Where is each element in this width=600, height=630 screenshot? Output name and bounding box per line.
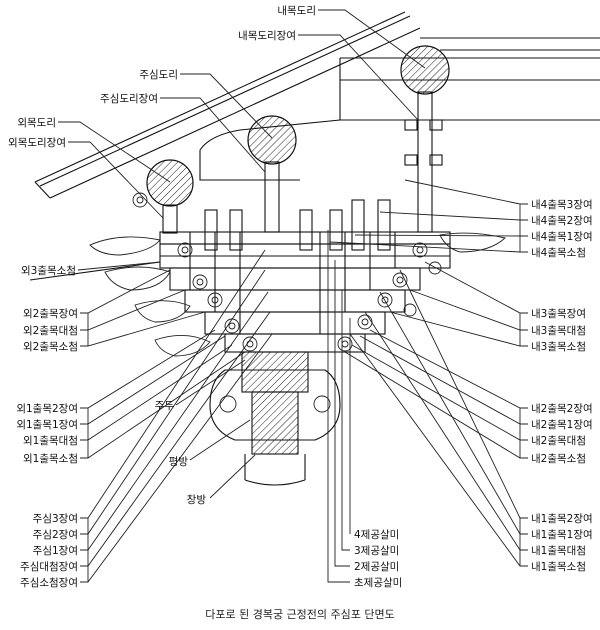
scroll-ornaments-left xyxy=(89,192,258,357)
label-center-bottom-0: 4제공살미 xyxy=(354,529,399,541)
label-left-ju-1: 주심2장여 xyxy=(33,529,78,541)
label-right-g4-1: 내1출목1장여 xyxy=(531,529,593,541)
center-purlin xyxy=(247,115,297,165)
label-right-g3-3: 내2출목소첨 xyxy=(531,453,586,465)
label-right-g2-1: 내3출목대첨 xyxy=(531,325,586,337)
label-center-purlin: 주심도리 xyxy=(139,69,178,81)
label-right-g4-2: 내1출목대첨 xyxy=(531,545,586,557)
label-left-single: 외3출목소첨 xyxy=(21,265,76,277)
label-outer-purlin: 외목도리 xyxy=(17,117,56,129)
label-right-g3-0: 내2출목2장여 xyxy=(531,403,593,415)
roof-rafters xyxy=(34,11,600,199)
label-left-g2-1: 외2출목대첨 xyxy=(23,325,78,337)
label-center-bottom-1: 3제공살미 xyxy=(354,545,399,557)
label-left-g2-2: 외2출목소첨 xyxy=(23,341,78,353)
vertical-struts xyxy=(162,91,443,251)
label-right-g4-0: 내1출목2장여 xyxy=(531,513,593,525)
label-inner-purlin: 내목도리 xyxy=(277,5,316,17)
label-left-g2-0: 외2출목장여 xyxy=(23,308,78,320)
label-inner-purlin-beam: 내목도리장여 xyxy=(238,30,296,42)
label-left-ju-4: 주심소첨장여 xyxy=(20,577,78,589)
label-center-bottom-2: 2제공살미 xyxy=(354,561,399,573)
label-left-ju-3: 주심대첨장여 xyxy=(20,561,78,573)
leader-lines xyxy=(58,9,528,583)
label-right-g3-1: 내2출목1장여 xyxy=(531,419,593,431)
label-left-g1-3: 외1출목소첨 xyxy=(23,453,78,465)
label-center-purlin-beam: 주심도리장여 xyxy=(100,93,158,105)
label-left-g1-0: 외1출목2장여 xyxy=(16,403,78,415)
label-right-g3-2: 내2출목대첨 xyxy=(531,435,586,447)
label-outer-purlin-beam: 외목도리장여 xyxy=(8,137,66,149)
label-ju-du: 주두 xyxy=(155,400,175,412)
label-right-g1-1: 내4출목2장여 xyxy=(531,215,593,227)
label-right-g4-3: 내1출목소첨 xyxy=(531,561,586,573)
label-left-ju-0: 주심3장여 xyxy=(33,513,78,525)
label-right-g1-2: 내4출목1장여 xyxy=(531,231,593,243)
label-right-g2-0: 내3출목장여 xyxy=(531,308,586,320)
label-center-bottom-3: 초제공살미 xyxy=(354,577,402,589)
label-right-g1-0: 내4출목3장여 xyxy=(531,199,593,211)
label-pyeongbang: 평방 xyxy=(169,456,189,468)
label-right-g2-2: 내3출목소첨 xyxy=(531,341,586,353)
outer-purlin xyxy=(146,159,194,207)
inner-purlin xyxy=(400,45,450,95)
label-left-g1-2: 외1출목대첨 xyxy=(23,435,78,447)
scroll-ornaments-right xyxy=(337,232,506,352)
bracket-tiers xyxy=(29,231,451,353)
label-right-g1-3: 내4출목소첨 xyxy=(531,247,586,259)
label-left-g1-1: 외1출목1장여 xyxy=(16,419,78,431)
capital-and-beams xyxy=(209,351,341,486)
figure-caption: 다포로 된 경복궁 근정전의 주심포 단면도 xyxy=(205,608,395,621)
label-changbang: 창방 xyxy=(187,494,207,506)
labels: 내목도리 내목도리장여 주심도리 주심도리장여 외목도리 외목도리장여 내4출목… xyxy=(8,5,593,621)
label-left-ju-2: 주심1장여 xyxy=(33,545,78,557)
